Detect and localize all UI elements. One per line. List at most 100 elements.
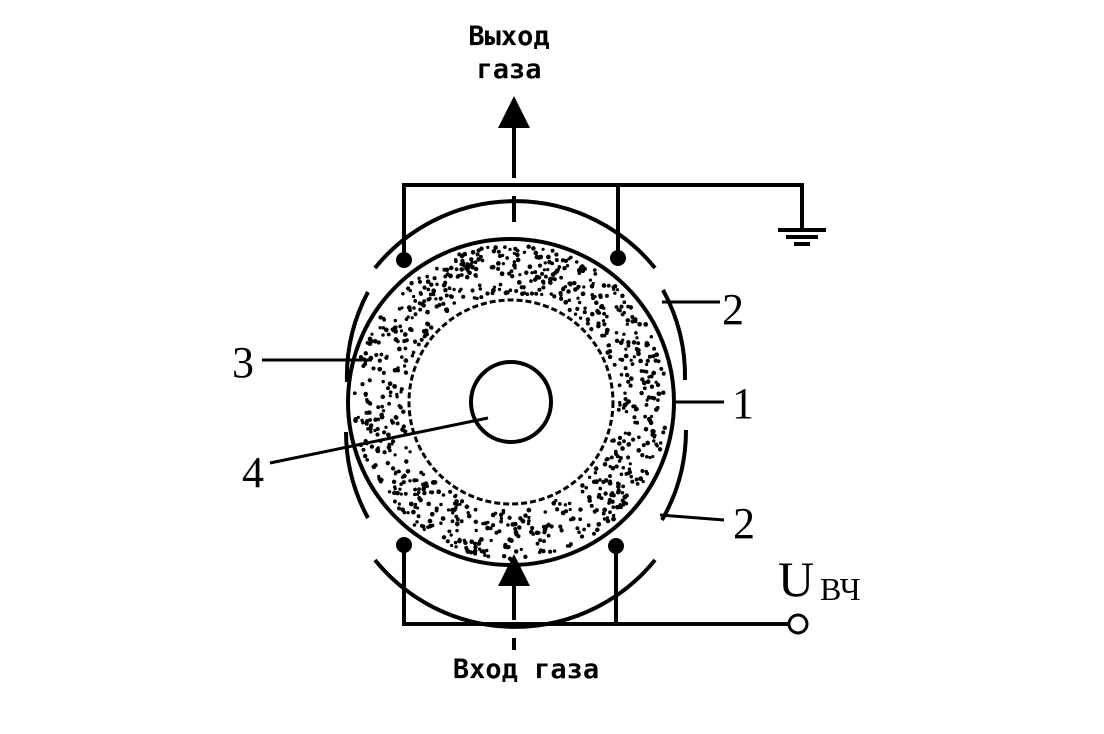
plasma-dot — [378, 326, 382, 330]
plasma-dot — [529, 279, 533, 283]
plasma-dot — [383, 327, 389, 333]
plasma-dot — [470, 264, 476, 270]
plasma-dot — [650, 428, 656, 434]
plasma-dot — [630, 315, 635, 319]
plasma-dot — [462, 538, 467, 543]
plasma-dot — [602, 311, 607, 316]
plasma-dot — [537, 275, 542, 280]
plasma-dot — [454, 499, 459, 504]
plasma-dot — [645, 379, 651, 385]
plasma-dot — [601, 283, 607, 288]
plasma-dot — [602, 462, 608, 467]
plasma-dot — [520, 291, 525, 297]
plasma-dot — [434, 506, 439, 511]
plasma-dot — [432, 276, 437, 281]
plasma-dot — [602, 322, 607, 327]
plasma-dot — [464, 274, 470, 280]
plasma-dot — [587, 475, 592, 479]
plasma-dot — [658, 441, 663, 445]
plasma-dot — [612, 362, 617, 367]
plasma-dot — [477, 283, 482, 288]
plasma-dot — [645, 358, 650, 364]
plasma-dot — [501, 554, 507, 559]
plasma-dot — [537, 263, 543, 268]
plasma-dot — [513, 530, 519, 535]
plasma-dot — [560, 258, 566, 263]
plasma-dot — [408, 501, 414, 507]
plasma-dot — [503, 245, 507, 249]
plasma-dot — [369, 444, 375, 449]
plasma-dot — [593, 471, 598, 475]
plasma-dot — [649, 334, 654, 339]
plasma-dot — [381, 430, 387, 435]
ground-icon — [778, 228, 826, 246]
plasma-dot — [404, 459, 409, 464]
electrode-bottom-arc — [373, 558, 657, 629]
plasma-dot — [455, 528, 459, 533]
plasma-dot — [643, 414, 647, 419]
plasma-dot — [361, 447, 366, 452]
plasma-dot — [641, 380, 647, 386]
plasma-dot — [601, 319, 606, 323]
plasma-dot — [385, 354, 389, 359]
plasma-dot — [566, 289, 571, 294]
plasma-dot — [473, 519, 479, 525]
plasma-dot — [421, 524, 426, 529]
plasma-dot — [643, 426, 649, 432]
plasma-dot — [652, 439, 656, 443]
plasma-dot — [645, 454, 649, 459]
plasma-dot — [449, 543, 454, 548]
plasma-dot — [550, 248, 555, 253]
plasma-dot — [580, 291, 586, 297]
plasma-dot — [403, 346, 408, 351]
plasma-dot — [593, 268, 597, 272]
plasma-dot — [425, 274, 430, 279]
plasma-dot — [563, 503, 568, 507]
plasma-dot — [425, 321, 430, 326]
plasma-dot — [634, 477, 639, 482]
plasma-dot — [655, 382, 661, 388]
junction-dot — [396, 537, 412, 553]
plasma-dot — [655, 444, 659, 448]
plasma-dot — [516, 280, 522, 285]
gas-out-label-2: газа — [476, 54, 541, 85]
plasma-dot — [507, 271, 512, 276]
plasma-dot — [589, 327, 594, 332]
plasma-dot — [415, 478, 419, 483]
plasma-dot — [417, 279, 422, 284]
voltage-label: U — [778, 551, 814, 607]
plasma-dot — [356, 415, 360, 420]
plasma-dot — [404, 446, 408, 450]
plasma-dot — [395, 367, 400, 372]
plasma-dot — [448, 265, 454, 271]
plasma-dot — [399, 492, 403, 496]
plasma-dot — [638, 476, 644, 482]
plasma-dot — [400, 427, 405, 432]
plasma-dot — [641, 479, 645, 484]
plasma-dot — [594, 508, 599, 513]
plasma-dot — [524, 270, 529, 275]
plasma-dot — [551, 500, 557, 506]
junction-dot — [396, 252, 412, 268]
plasma-dot — [654, 352, 660, 358]
plasma-dot — [391, 328, 396, 333]
plasma-dot — [610, 499, 615, 504]
plasma-dot — [367, 336, 373, 342]
plasma-dot — [526, 521, 531, 526]
plasma-dot — [578, 507, 583, 512]
plasma-dot — [426, 297, 431, 302]
plasma-dot — [375, 426, 380, 432]
plasma-dot — [631, 437, 636, 442]
plasma-dot — [656, 398, 660, 402]
plasma-dot — [518, 272, 522, 277]
plasma-dot — [621, 406, 626, 410]
plasma-dot — [387, 490, 392, 494]
plasma-dot — [493, 245, 498, 250]
plasma-dot — [622, 439, 626, 444]
leader-lines — [262, 300, 725, 522]
plasma-dot — [533, 250, 539, 256]
plasma-dot — [567, 298, 572, 302]
plasma-dot — [552, 549, 557, 553]
plasma-dot — [604, 293, 609, 298]
